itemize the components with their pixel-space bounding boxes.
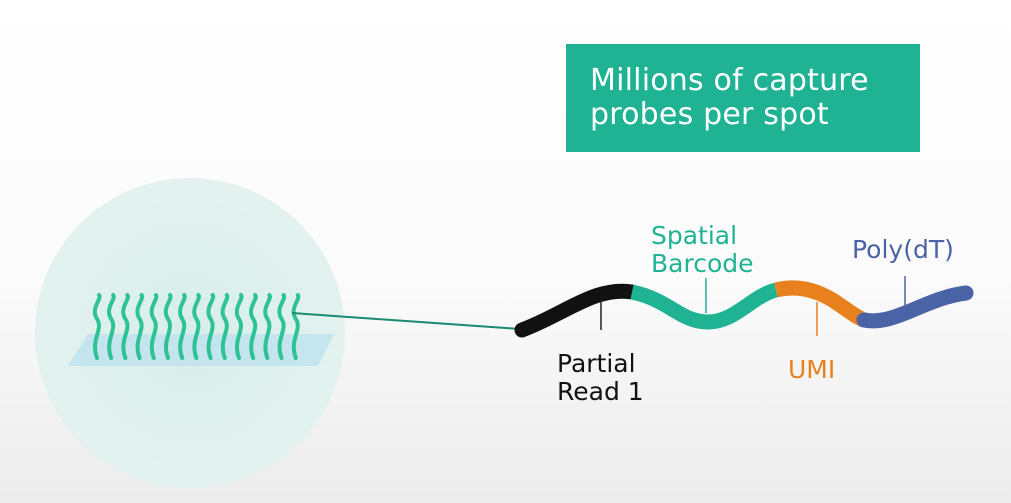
capture-probe-strand [107,293,116,360]
capture-probe-strand [121,293,130,360]
spatial-barcode-label-line-2: Barcode [651,249,754,278]
capture-probe-strand [206,293,216,360]
capture-probe-strand [178,293,187,360]
capture-probe-strand [263,293,272,360]
spatial-barcode-label: Spatial Barcode [651,222,754,278]
umi-label: UMI [788,356,835,384]
spatial-barcode-segment [630,282,779,330]
umi-label-text: UMI [788,355,836,384]
partial-read-1-segment [514,283,640,338]
capture-probe-strand [234,293,244,360]
info-banner: Millions of capture probes per spot [566,44,920,152]
capture-probe-strand [135,293,145,360]
banner-line-1: Millions of capture [590,63,869,98]
capture-probe-strand [277,293,287,360]
capture-probe-strand [220,293,230,360]
poly-dt-label: Poly(dT) [852,236,954,264]
banner-line-2: probes per spot [590,97,829,132]
umi-segment [774,280,867,328]
capture-spot [35,178,345,488]
partial-read-1-label: Partial Read 1 [557,350,644,406]
poly-dt-segment [856,285,974,329]
partial-read-1-label-line-1: Partial [557,349,636,378]
zoom-connector-line [291,312,521,330]
capture-probe-strand [192,293,201,360]
capture-probe-strand [92,293,102,360]
capture-probe-strand [249,293,258,360]
capture-probe-strand [149,293,159,360]
capture-probe-strand [291,293,301,360]
spot-probes [92,293,301,360]
capture-probe-strand [163,293,173,360]
spatial-barcode-label-line-1: Spatial [651,221,738,250]
partial-read-1-label-line-2: Read 1 [557,377,644,406]
poly-dt-label-text: Poly(dT) [852,235,954,264]
